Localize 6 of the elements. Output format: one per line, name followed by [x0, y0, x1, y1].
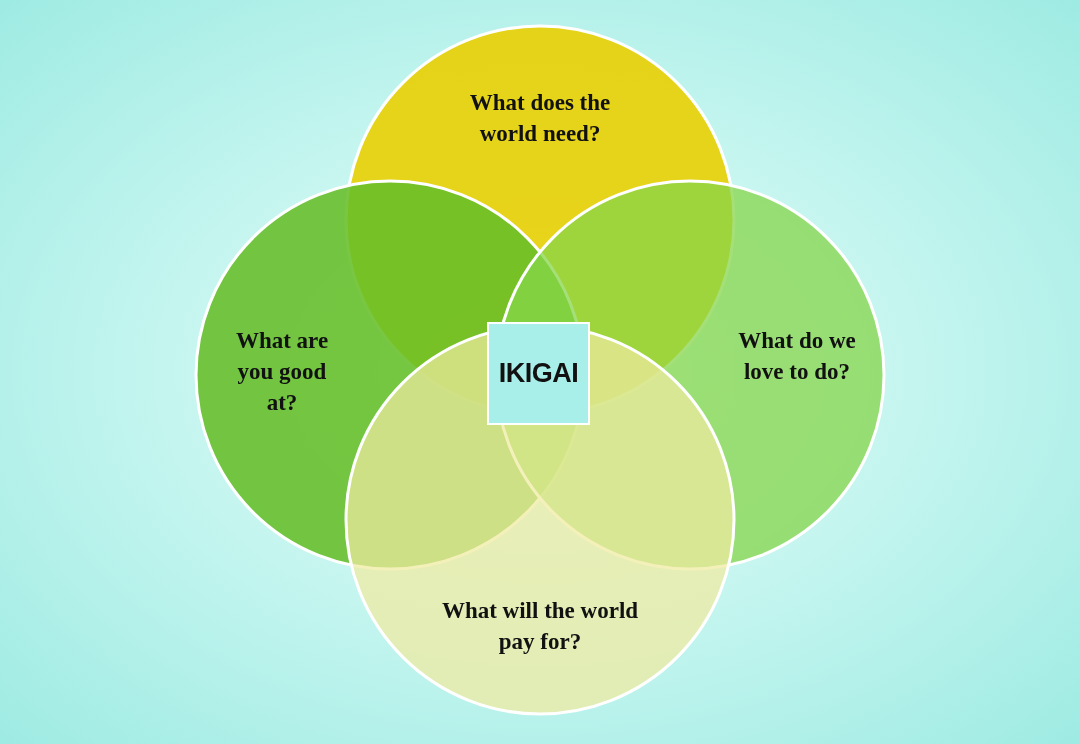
center-box	[487, 322, 590, 425]
center-label: IKIGAI	[498, 358, 579, 389]
circle-label: What will the world pay for?	[440, 595, 640, 657]
circle-label: What are you good at?	[223, 325, 341, 418]
circle-label: What do we love to do?	[735, 325, 859, 387]
circle-label: What does the world need?	[440, 87, 640, 149]
